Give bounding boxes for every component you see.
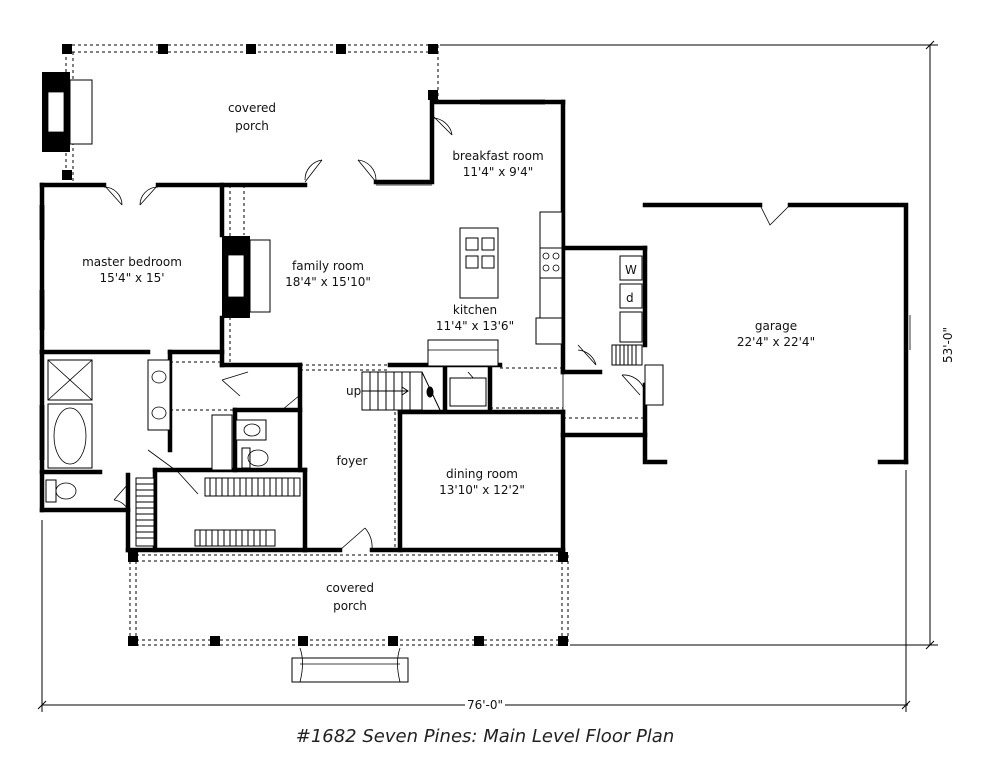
- stair-up-label: up: [346, 384, 361, 398]
- kitchen-name: kitchen: [453, 303, 497, 317]
- plan-title: #1682 Seven Pines: Main Level Floor Plan: [296, 726, 675, 747]
- dining-room-name: dining room: [446, 467, 518, 481]
- closet-shelving: [135, 477, 301, 547]
- width-dimension-label: 76'-0": [467, 698, 503, 712]
- garage-size: 22'4" x 22'4": [737, 335, 815, 349]
- kitchen-fixtures: [427, 211, 563, 367]
- front-porch-label-2: porch: [333, 599, 367, 613]
- family-room-size: 18'4" x 15'10": [285, 275, 371, 289]
- washer-label: W: [625, 263, 637, 277]
- family-fireplace: [222, 236, 271, 318]
- dryer-label: d: [626, 291, 634, 305]
- porch-fireplace: [42, 72, 93, 152]
- family-room-name: family room: [292, 259, 364, 273]
- laundry: W d: [611, 255, 664, 406]
- dining-room-size: 13'10" x 12'2": [439, 483, 525, 497]
- garage-name: garage: [755, 319, 797, 333]
- kitchen-size: 11'4" x 13'6": [436, 319, 514, 333]
- bath-fixtures: [45, 359, 269, 503]
- foyer-name: foyer: [337, 454, 368, 468]
- breakfast-room-name: breakfast room: [452, 149, 543, 163]
- room-labels: covered porch breakfast room 11'4" x 9'4…: [82, 101, 815, 613]
- front-porch: [128, 552, 569, 683]
- rear-porch-label-1: covered: [228, 101, 276, 115]
- breakfast-room-size: 11'4" x 9'4": [463, 165, 534, 179]
- master-bedroom-name: master bedroom: [82, 255, 182, 269]
- stairs: [361, 371, 487, 411]
- front-porch-label-1: covered: [326, 581, 374, 595]
- windows: [39, 99, 911, 553]
- depth-dimension-label: 53'-0": [941, 327, 955, 363]
- walls: [39, 99, 909, 553]
- master-bedroom-size: 15'4" x 15': [99, 271, 164, 285]
- rear-porch-label-2: porch: [235, 119, 269, 133]
